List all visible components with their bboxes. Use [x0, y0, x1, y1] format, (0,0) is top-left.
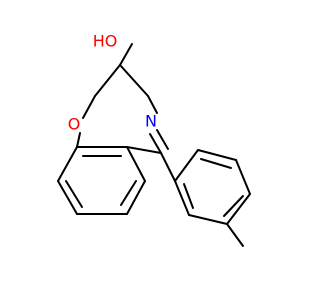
bond-c7-c6a	[126, 180, 146, 215]
hydroxyl-label: HO	[93, 32, 118, 51]
bond-c9a-c9	[57, 146, 78, 182]
bond-methyl	[226, 223, 244, 247]
bond-tolyl-4	[226, 193, 251, 225]
bond-n5-c6	[156, 129, 169, 150]
bond-tolyl-1	[174, 149, 199, 182]
bond-c6a-c5a	[126, 146, 146, 182]
bond-tolyl-5	[188, 214, 228, 225]
ring-oxygen-label: O	[68, 115, 81, 134]
bond-c3-c4	[119, 64, 149, 97]
bond-c2-o1	[82, 95, 96, 119]
bond-benzo-inner-3	[120, 180, 137, 206]
bond-tolyl-3	[235, 159, 251, 195]
bond-o1-c9a	[76, 132, 81, 148]
bond-lines	[57, 43, 251, 247]
bond-c3-c2	[94, 64, 121, 97]
bond-tolyl-2	[197, 149, 237, 161]
bond-c5a-c6	[126, 146, 162, 154]
bond-tolyl-6	[174, 180, 190, 216]
bond-oh-c3	[119, 43, 133, 66]
bond-benzo-inner-2	[65, 180, 83, 208]
bond-n5-c6-double	[149, 133, 162, 154]
bond-tolyl-inner-3	[183, 183, 194, 209]
bond-c6-tolyl	[160, 152, 176, 182]
bond-c4-n5	[147, 95, 158, 114]
bond-tolyl-inner-1	[200, 158, 232, 169]
bond-c9-c8	[57, 180, 78, 215]
ring-nitrogen-label: N	[145, 112, 157, 131]
molecule-structure: HO O N	[57, 32, 251, 247]
bond-tolyl-inner-2	[223, 195, 244, 217]
molecule-canvas: HO O N	[57, 31, 251, 247]
